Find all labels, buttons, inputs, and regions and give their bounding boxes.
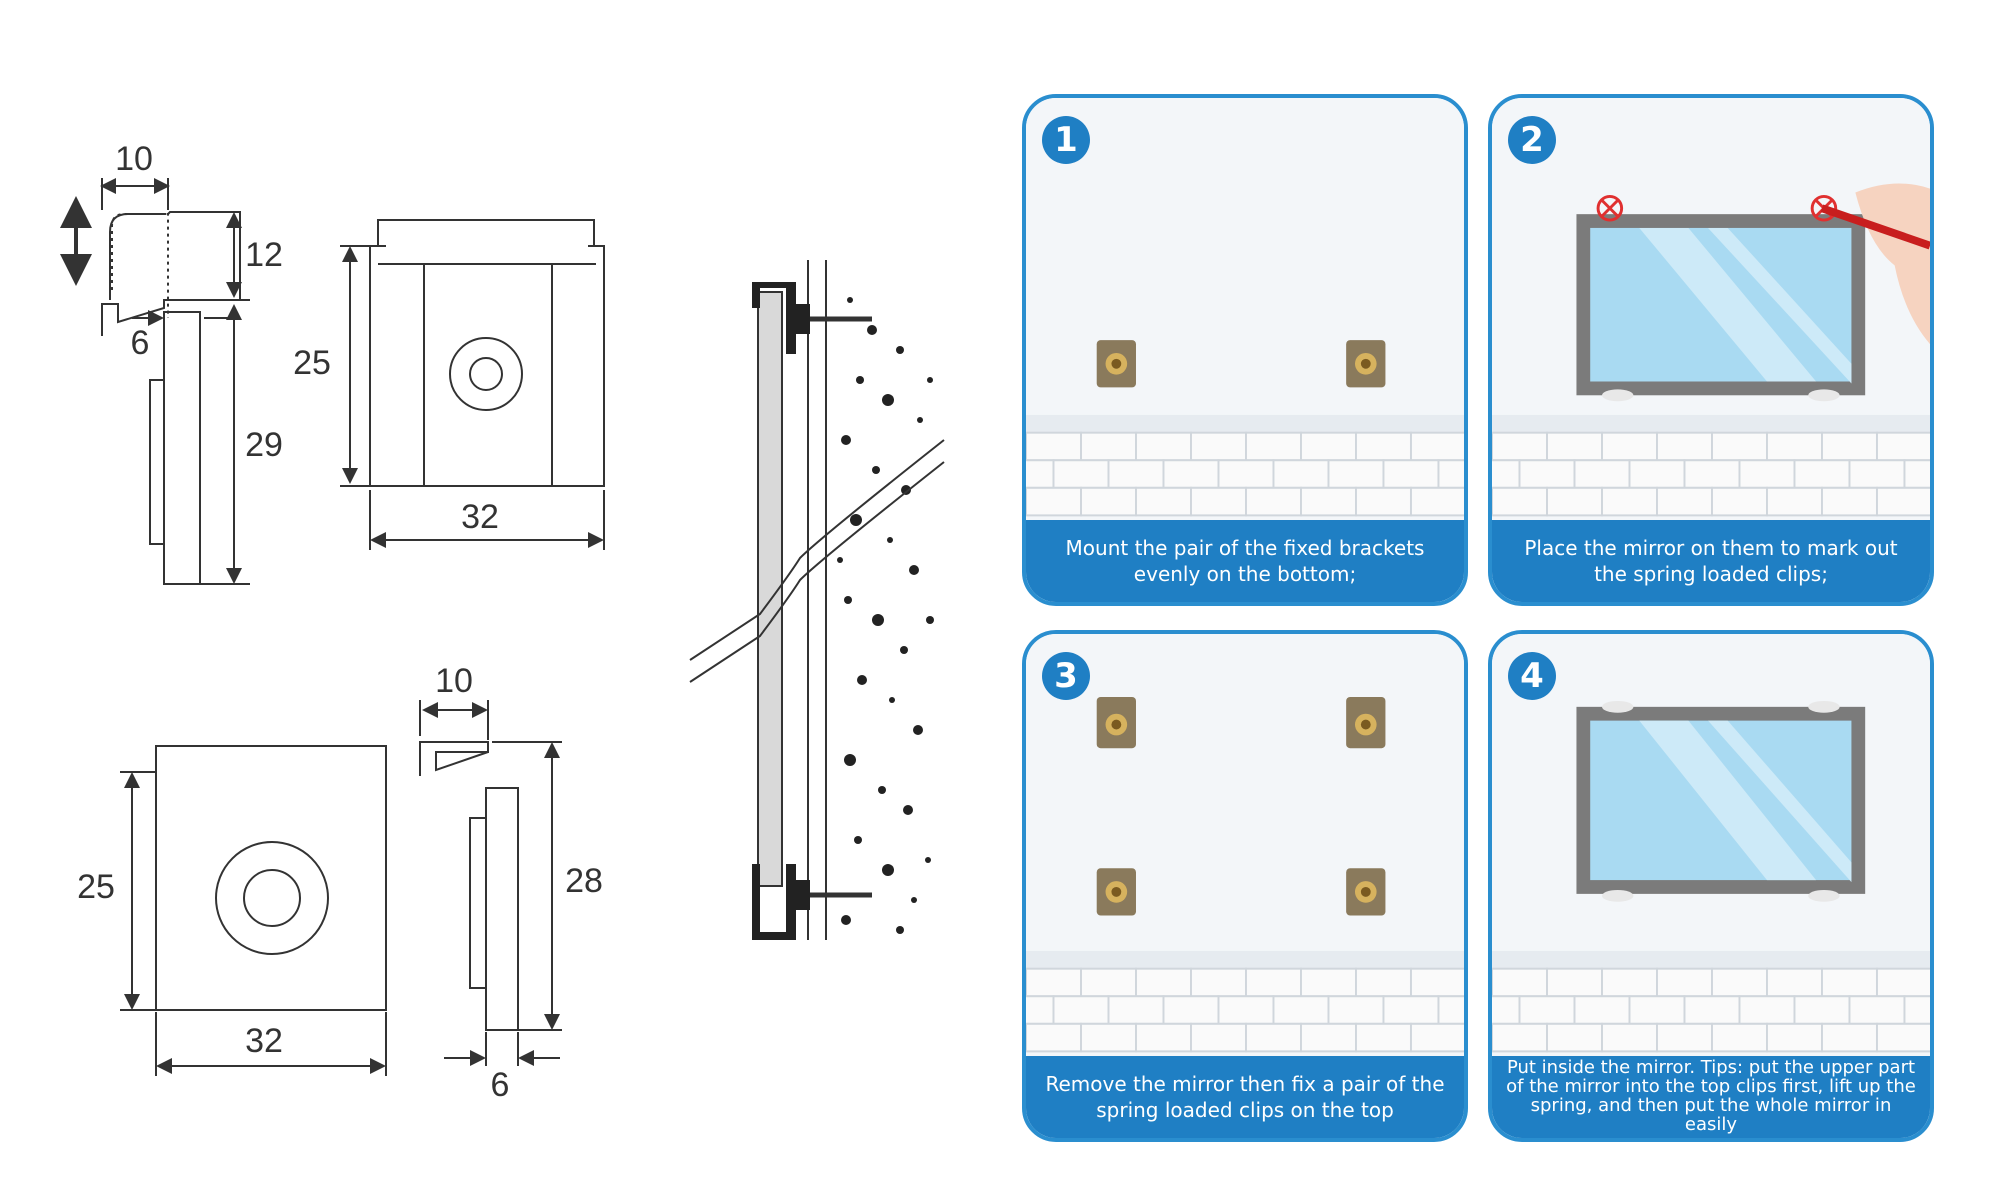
step-number-badge: 2 [1508,116,1556,164]
mirror-icon [1576,214,1866,402]
wall-scene [1026,98,1464,517]
wall-scene [1492,98,1930,517]
dim-top-side-total: 29 [245,426,283,464]
dim-top-front-height: 25 [293,344,331,382]
dim-top-front-width: 32 [461,498,499,536]
dim-top-side-width: 10 [115,140,153,178]
dim-top-side-lip: 6 [131,324,150,362]
step-panel-1: 1 Mount the pair of the fixed brackets e… [1022,94,1468,606]
fixed-bracket-icon [1096,868,1386,916]
step-caption: Place the mirror on them to mark out the… [1492,520,1930,602]
step-number-badge: 4 [1508,652,1556,700]
bottom-clip-front-view [120,745,387,1076]
dim-bottom-side-height: 28 [565,862,603,900]
wall-scene [1492,634,1930,1053]
step-caption: Remove the mirror then fix a pair of the… [1026,1056,1464,1138]
top-clip-side-view [60,178,250,585]
spring-clip-icon [1096,697,1386,749]
step-number-badge: 3 [1042,652,1090,700]
dim-bottom-side-depth: 6 [491,1066,510,1104]
top-clip-front-view [340,219,605,550]
dim-bottom-front-height: 25 [77,868,115,906]
dim-bottom-front-width: 32 [245,1022,283,1060]
wall-scene [1026,634,1464,1053]
dim-bottom-side-width: 10 [435,662,473,700]
step-caption: Mount the pair of the fixed brackets eve… [1026,520,1464,602]
hand-pencil-icon [1820,183,1930,345]
wall-texture [837,297,934,934]
dim-top-side-height: 12 [245,236,283,274]
step-panel-2: 2 Place the mirror on them to mark out t… [1488,94,1934,606]
mirror-icon [1576,700,1866,902]
step-number-badge: 1 [1042,116,1090,164]
wall-cross-section [689,260,945,940]
step-caption: Put inside the mirror. Tips: put the upp… [1492,1056,1930,1138]
bottom-clip-side-view [419,700,562,1066]
technical-drawings: 10 12 6 29 25 32 [60,140,945,1104]
step-panel-4: 4 Put inside the mirror. Tips: put the u… [1488,630,1934,1142]
step-panel-3: 3 Remove the mirror then fix a pair of t… [1022,630,1468,1142]
fixed-bracket-icon [1096,340,1386,388]
